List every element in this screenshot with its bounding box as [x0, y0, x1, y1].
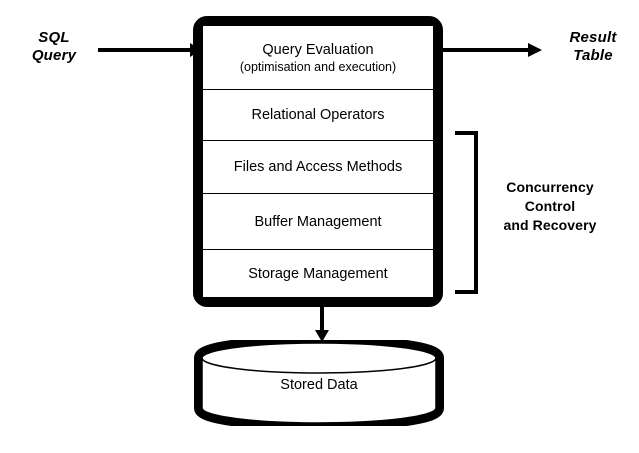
cylinder-icon — [194, 340, 444, 426]
engine-layer-stack: Query Evaluation (optimisation and execu… — [202, 25, 434, 298]
stored-data-arrow-line — [320, 306, 324, 334]
engine-layer-relational-operators[interactable]: Relational Operators — [203, 90, 433, 141]
engine-layer-storage-management[interactable]: Storage Management — [203, 250, 433, 297]
concurrency-control-label: Concurrency Control and Recovery — [503, 179, 597, 233]
dbms-engine-box: Query Evaluation (optimisation and execu… — [193, 16, 443, 307]
engine-layer-title: Query Evaluation — [262, 41, 374, 58]
sql-query-label: SQL Query — [31, 29, 77, 64]
engine-layer-buffer-management[interactable]: Buffer Management — [203, 194, 433, 250]
stored-data-label: Stored Data — [280, 377, 358, 393]
result-table-arrow-head-icon — [528, 43, 542, 57]
result-table-arrow-line — [443, 48, 533, 52]
engine-layer-files-and-access-methods[interactable]: Files and Access Methods — [203, 141, 433, 194]
engine-layer-query-evaluation[interactable]: Query Evaluation (optimisation and execu… — [203, 26, 433, 90]
engine-layer-subtitle: (optimisation and execution) — [239, 59, 397, 74]
engine-layer-title: Relational Operators — [251, 107, 385, 123]
concurrency-bracket-icon — [455, 131, 478, 294]
engine-layer-title: Files and Access Methods — [233, 159, 403, 175]
stored-data-cylinder[interactable]: Stored Data — [193, 340, 445, 426]
stored-data-arrow-head-icon — [315, 330, 329, 342]
engine-layer-title: Buffer Management — [254, 213, 382, 230]
engine-layer-title: Storage Management — [248, 265, 388, 282]
result-table-label: Result Table — [569, 29, 617, 64]
sql-query-arrow-line — [98, 48, 198, 52]
